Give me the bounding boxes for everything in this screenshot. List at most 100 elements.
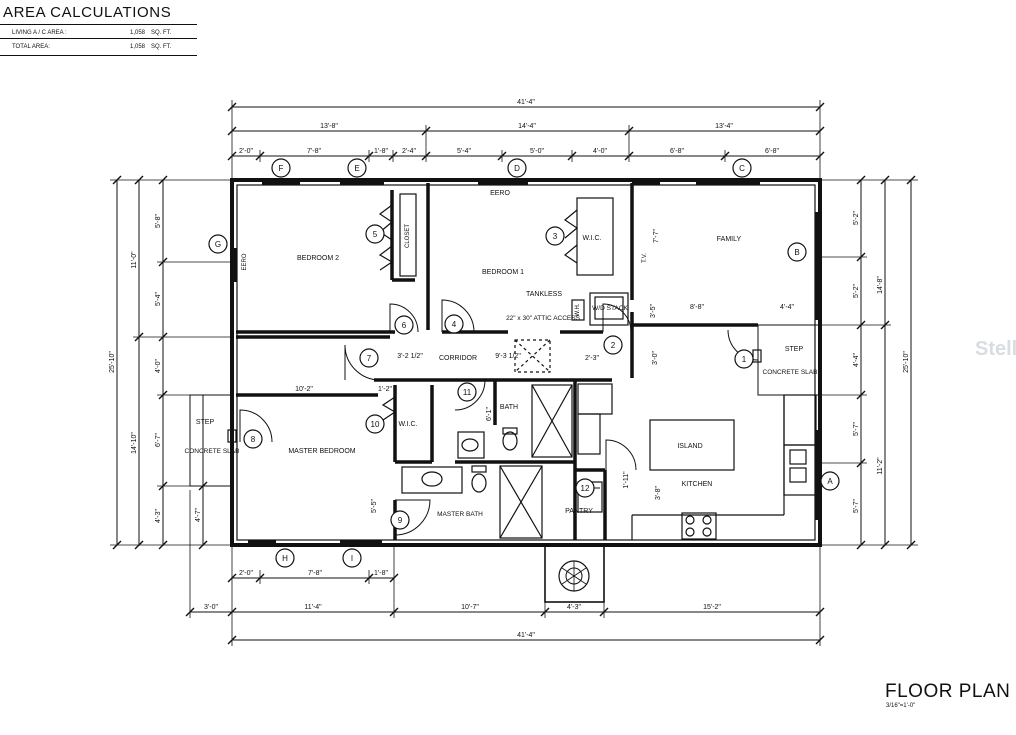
dim-left-row2: 5'-4"	[155, 292, 162, 306]
dim-family-v: 7'-7"	[653, 229, 660, 243]
window-tag-f: F	[279, 164, 284, 173]
window-tag-e: E	[354, 164, 359, 173]
dim-top-row3: 4'-0"	[593, 148, 607, 155]
dim-right-row1: 14'-8"	[877, 276, 884, 294]
area-calculations-title: AREA CALCULATIONS	[3, 4, 172, 21]
dim-left-row1: 14'-10"	[131, 432, 138, 454]
area-calculations-table: AREA CALCULATIONS LIVING A / C AREA : 1,…	[0, 0, 198, 58]
label-concrete-slab-left: CONCRETE SLAB	[185, 448, 240, 455]
dim-wic-small: 1'-2"	[378, 386, 392, 393]
door-tag-2: 2	[611, 341, 616, 350]
dim-top-row2: 13'-4"	[715, 123, 733, 130]
room-label-master-bath: MASTER BATH	[437, 511, 483, 518]
label-tankless: TANKLESS	[526, 291, 562, 298]
room-label-pantry: PANTRY	[565, 508, 593, 515]
window-tag-g: G	[215, 240, 221, 249]
dim-right-row2: 5'-2"	[853, 211, 860, 225]
dim-right-row2: 5'-7"	[853, 499, 860, 513]
label-step-left: STEP	[196, 419, 215, 426]
window-tag-b: B	[794, 248, 799, 257]
door-tag-6: 6	[402, 321, 407, 330]
window-tag-a: A	[827, 477, 833, 486]
dim-top-row3: 1'-8"	[374, 148, 388, 155]
divider	[0, 38, 197, 39]
dim-bottom-row1: 1'-8"	[374, 570, 388, 577]
room-label-bedroom2: BEDROOM 2	[297, 255, 339, 262]
dim-left-row1: 11'-0"	[131, 251, 138, 269]
room-label-closet: CLOSET	[405, 224, 411, 248]
dim-corridor-mid: 9'-3 1/2"	[495, 353, 521, 360]
dim-bottom-row1: 2'-0"	[239, 570, 253, 577]
room-label-wic2: W.I.C.	[398, 421, 417, 428]
dim-overall-top: 41'-4"	[517, 99, 535, 106]
door-tag-4: 4	[452, 320, 457, 329]
dim-left-row2: 6'-7"	[155, 433, 162, 447]
drawing-scale: 3/16"=1'-0"	[886, 703, 916, 709]
room-label-corridor: CORRIDOR	[439, 355, 477, 362]
room-label-bath: BATH	[500, 404, 518, 411]
divider	[0, 24, 197, 25]
dim-bottom-row2: 15'-2"	[703, 604, 721, 611]
room-label-master-bedroom: MASTER BEDROOM	[288, 448, 355, 455]
window-tag-h: H	[282, 554, 288, 563]
dim-kitchen-v: 3'-8"	[655, 486, 662, 500]
dim-right-row1: 11'-2"	[877, 457, 884, 475]
room-label-kitchen: KITCHEN	[682, 481, 713, 488]
dim-top-row3: 6'-8"	[670, 148, 684, 155]
door-tag-1: 1	[742, 355, 747, 364]
divider	[0, 55, 197, 56]
dim-mb-vertical: 5'-5"	[371, 499, 378, 513]
dim-pantry-w: 1'-11"	[623, 471, 630, 489]
dim-bottom-row1: 7'-8"	[308, 570, 322, 577]
door-tag-10: 10	[371, 420, 380, 429]
dim-bath-depth: 6'-1"	[486, 407, 493, 421]
dim-kitchen-v2: 3'-0"	[652, 351, 659, 365]
window-tag-c: C	[739, 164, 745, 173]
door-tag-11: 11	[463, 388, 472, 397]
label-wd-stack: W/D STACK	[592, 305, 628, 312]
dim-bottom-row2: 3'-0"	[204, 604, 218, 611]
room-label-island: ISLAND	[677, 443, 702, 450]
dim-corridor-right: 2'-3"	[585, 355, 599, 362]
area-value: 1,058	[130, 30, 146, 36]
dim-top-row3: 2'-0"	[239, 148, 253, 155]
dim-top-row3: 6'-8"	[765, 148, 779, 155]
dim-top-row2: 13'-8"	[320, 123, 338, 130]
area-label: TOTAL AREA:	[12, 44, 50, 50]
label-wh: W.H.	[575, 303, 581, 316]
dim-right-row2: 4'-4"	[853, 353, 860, 367]
door-tag-8: 8	[251, 435, 256, 444]
room-label-bedroom1: BEDROOM 1	[482, 269, 524, 276]
door-tag-7: 7	[367, 354, 372, 363]
label-tv: T.V.	[642, 253, 648, 263]
window-tag-i: I	[351, 554, 353, 563]
area-unit: SQ. FT.	[151, 44, 172, 50]
dim-left-row2: 4'-0"	[155, 359, 162, 373]
dim-top-row3: 5'-0"	[530, 148, 544, 155]
dim-right-row2: 5'-7"	[853, 422, 860, 436]
dim-left-row2: 4'-3"	[155, 509, 162, 523]
label-attic-access: 22" x 30" ATTIC ACCESS	[506, 315, 581, 322]
door-tag-3: 3	[553, 232, 558, 241]
dim-overall-bottom: 41'-4"	[517, 632, 535, 639]
door-tag-9: 9	[398, 516, 403, 525]
area-label: LIVING A / C AREA :	[12, 30, 67, 36]
dim-top-row3: 5'-4"	[457, 148, 471, 155]
dim-right-overall: 25'-10"	[903, 351, 910, 373]
drawing-title: FLOOR PLAN	[885, 681, 1011, 702]
dim-bottom-row2: 11'-4"	[304, 604, 322, 611]
room-label-wic1: W.I.C.	[582, 235, 601, 242]
dim-top-row3: 7'-8"	[307, 148, 321, 155]
dim-left-slab: 4'-7"	[195, 508, 202, 522]
dim-laundry-v: 3'-5"	[650, 304, 657, 318]
label-eero-left: EERO	[242, 253, 248, 270]
dim-left-overall: 25'-10"	[109, 351, 116, 373]
area-value: 1,058	[130, 44, 146, 50]
dim-top-row2: 14'-4"	[518, 123, 536, 130]
label-concrete-slab-right: CONCRETE SLAB	[763, 369, 818, 376]
label-step-right: STEP	[785, 346, 804, 353]
door-tag-5: 5	[373, 230, 378, 239]
dim-right-row2: 5'-2"	[853, 284, 860, 298]
watermark: Stella	[975, 338, 1016, 360]
